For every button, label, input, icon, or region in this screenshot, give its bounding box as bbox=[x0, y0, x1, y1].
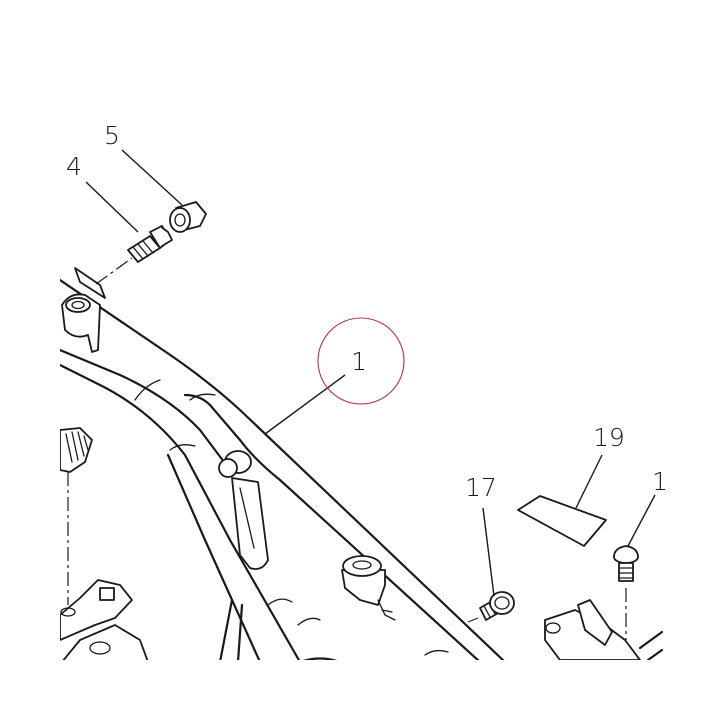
centerline-part-4 bbox=[95, 257, 133, 285]
callout-17-label: 17 bbox=[465, 473, 497, 502]
leader-4 bbox=[85, 181, 139, 233]
callout-4-label: 4 bbox=[66, 152, 82, 181]
part-17-screw bbox=[479, 591, 515, 621]
frame-mid-bracket bbox=[218, 450, 269, 570]
frame-bottom-link bbox=[302, 657, 338, 660]
callout-edge-label: 1 bbox=[652, 467, 668, 496]
callout-1-label: 1 bbox=[351, 347, 367, 376]
callout-1-highlight-circle bbox=[317, 317, 405, 405]
part-19-label-sheet bbox=[517, 495, 607, 547]
callout-19-label: 19 bbox=[593, 423, 625, 452]
part-5-nut bbox=[169, 201, 207, 233]
frame-main-tube bbox=[60, 278, 505, 660]
bottom-left-bracket bbox=[60, 579, 149, 660]
leader-17 bbox=[482, 507, 495, 597]
leader-5 bbox=[121, 149, 183, 206]
leader-edge bbox=[627, 494, 656, 547]
ribbed-part-left bbox=[60, 427, 93, 473]
bottom-right-bracket bbox=[544, 599, 664, 660]
centerline-part-17 bbox=[467, 617, 479, 623]
part-edge-screw bbox=[613, 545, 639, 582]
frame-upper-bracket bbox=[61, 267, 106, 353]
callout-5-label: 5 bbox=[104, 121, 120, 150]
leader-1 bbox=[264, 374, 346, 435]
part-4-bolt bbox=[127, 225, 173, 263]
leader-19 bbox=[575, 454, 603, 509]
frame-lower-mount bbox=[341, 555, 396, 621]
